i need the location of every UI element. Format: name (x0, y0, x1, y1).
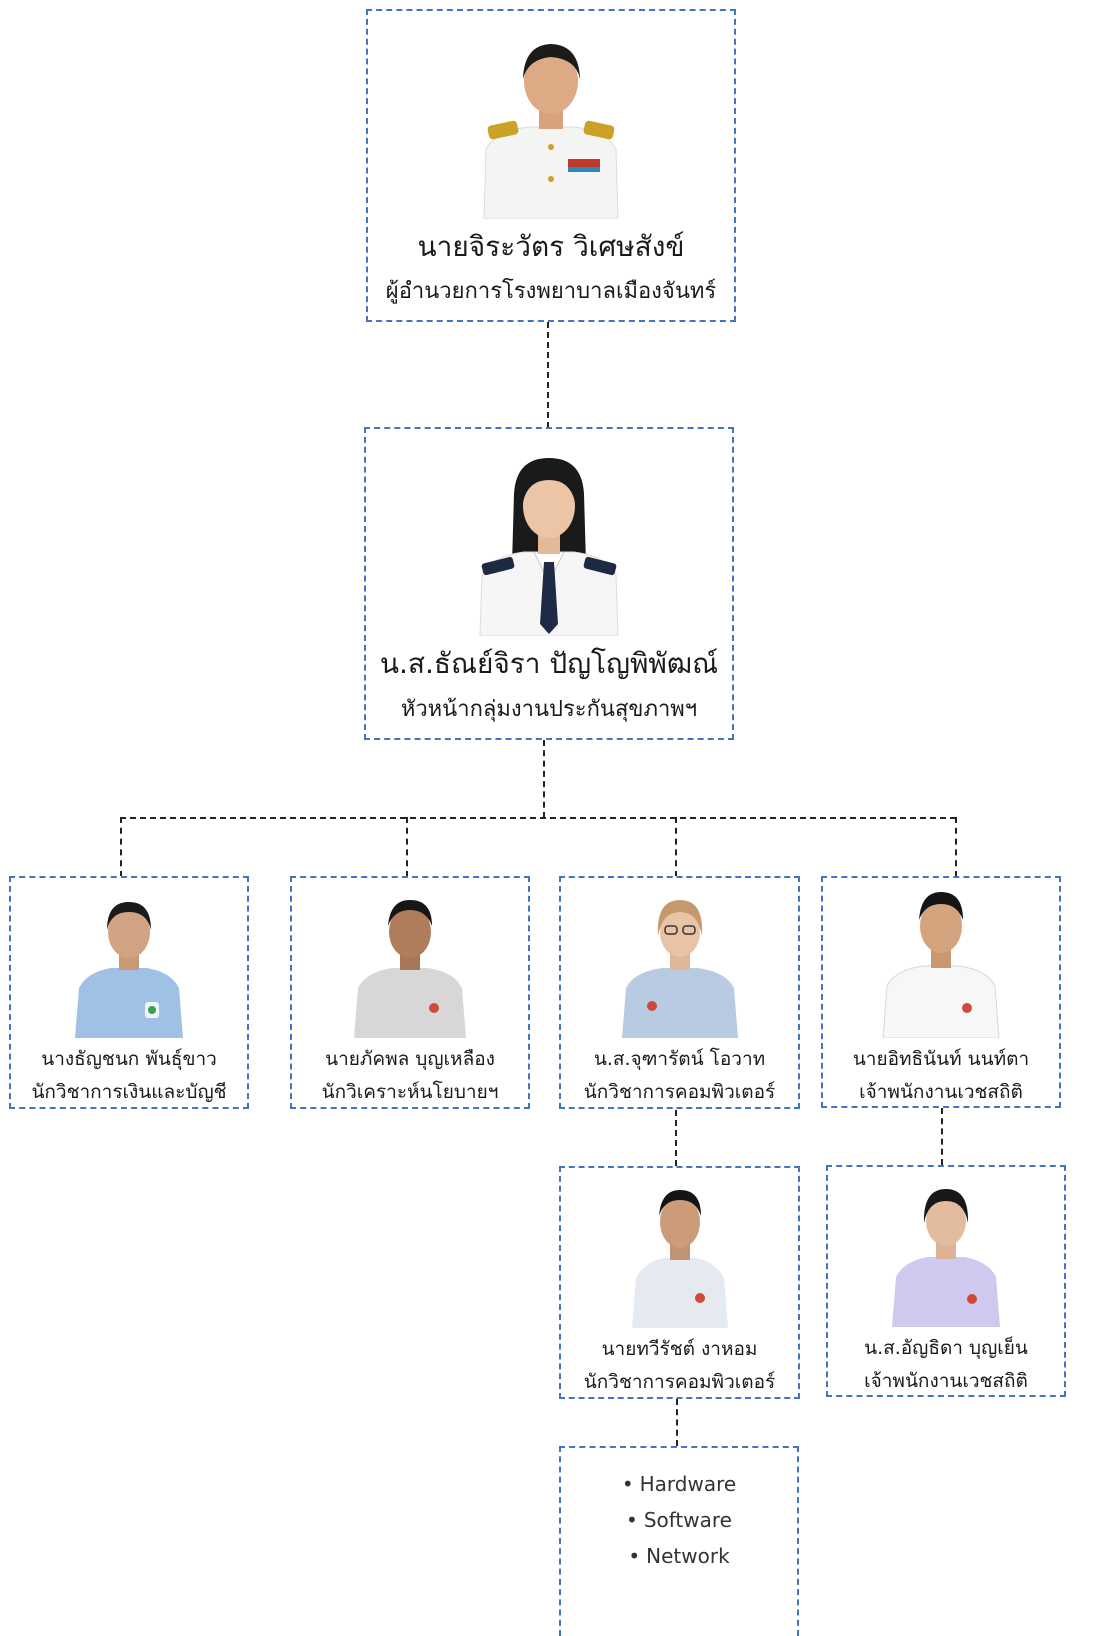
bullet-icon: • (628, 1544, 641, 1568)
staff2-photo (354, 900, 466, 1038)
staff4-photo (882, 892, 1000, 1038)
staff4-name: นายอิทธินันท์ นนท์ตา (852, 1048, 1030, 1070)
staff3-role: นักวิชาการคอมพิวเตอร์ (583, 1081, 776, 1103)
connector-bus (120, 817, 956, 819)
org-node-staff4: นายอิทธินันท์ นนท์ตา เจ้าพนักงานเวชสถิติ (821, 876, 1061, 1108)
connector-bus-staff1 (120, 817, 122, 877)
head-photo (479, 458, 619, 636)
skill-item: •Software (561, 1502, 797, 1538)
staff3-photo (621, 900, 738, 1038)
director-photo (483, 44, 619, 219)
connector-director-head (547, 322, 549, 428)
org-node-staff2: นายภัคพล บุญเหลือง นักวิเคราะห์นโยบายฯ (290, 876, 530, 1109)
staff6-photo (892, 1189, 1000, 1327)
staff2-name: นายภัคพล บุญเหลือง (325, 1048, 495, 1070)
bullet-icon: • (621, 1472, 634, 1496)
director-role: ผู้อำนวยการโรงพยาบาลเมืองจันทร์ (385, 279, 717, 304)
staff1-role: นักวิชาการเงินและบัญชี (31, 1081, 227, 1103)
org-node-head: น.ส.ธัณย์จิรา ปัญโญพิพัฒณ์ หัวหน้ากลุ่มง… (364, 427, 734, 740)
staff1-photo (75, 902, 183, 1038)
staff5-name: นายทวีรัชต์ งาหอม (601, 1338, 758, 1360)
connector-head-bus (543, 740, 545, 818)
skill-item: •Network (561, 1538, 797, 1574)
skill-software: Software (643, 1508, 732, 1532)
staff6-role: เจ้าพนักงานเวชสถิติ (864, 1370, 1028, 1392)
connector-bus-staff4 (955, 817, 957, 877)
org-node-staff1: นางธัญชนก พันธุ์ขาว นักวิชาการเงินและบัญ… (9, 876, 249, 1109)
staff2-role: นักวิเคราะห์นโยบายฯ (321, 1081, 499, 1103)
head-role: หัวหน้ากลุ่มงานประกันสุขภาพฯ (400, 697, 698, 722)
staff5-role: นักวิชาการคอมพิวเตอร์ (583, 1371, 776, 1393)
org-node-staff3: น.ส.จุฑารัตน์ โอวาท นักวิชาการคอมพิวเตอร… (559, 876, 800, 1109)
staff6-name: น.ส.อัญธิดา บุญเย็น (864, 1337, 1028, 1359)
skills-box: •Hardware •Software •Network (559, 1446, 799, 1636)
org-node-director: นายจิระวัตร วิเศษสังข์ ผู้อำนวยการโรงพยา… (366, 9, 736, 322)
director-name: นายจิระวัตร วิเศษสังข์ (417, 230, 685, 263)
bullet-icon: • (626, 1508, 638, 1532)
connector-bus-staff3 (675, 817, 677, 877)
connector-staff3-staff5 (675, 1110, 677, 1166)
skill-item: •Hardware (561, 1466, 797, 1502)
org-node-staff6: น.ส.อัญธิดา บุญเย็น เจ้าพนักงานเวชสถิติ (826, 1165, 1066, 1397)
skill-network: Network (646, 1544, 730, 1568)
skills-list: •Hardware •Software •Network (561, 1466, 797, 1574)
org-node-staff5: นายทวีรัชต์ งาหอม นักวิชาการคอมพิวเตอร์ (559, 1166, 800, 1399)
staff5-photo (631, 1190, 728, 1328)
head-name: น.ส.ธัณย์จิรา ปัญโญพิพัฒณ์ (379, 647, 719, 680)
skill-hardware: Hardware (639, 1472, 737, 1496)
connector-staff5-skills (676, 1399, 678, 1446)
connector-staff4-staff6 (941, 1108, 943, 1165)
staff1-name: นางธัญชนก พันธุ์ขาว (41, 1048, 217, 1070)
staff4-role: เจ้าพนักงานเวชสถิติ (859, 1081, 1023, 1103)
connector-bus-staff2 (406, 817, 408, 877)
staff3-name: น.ส.จุฑารัตน์ โอวาท (593, 1048, 766, 1070)
